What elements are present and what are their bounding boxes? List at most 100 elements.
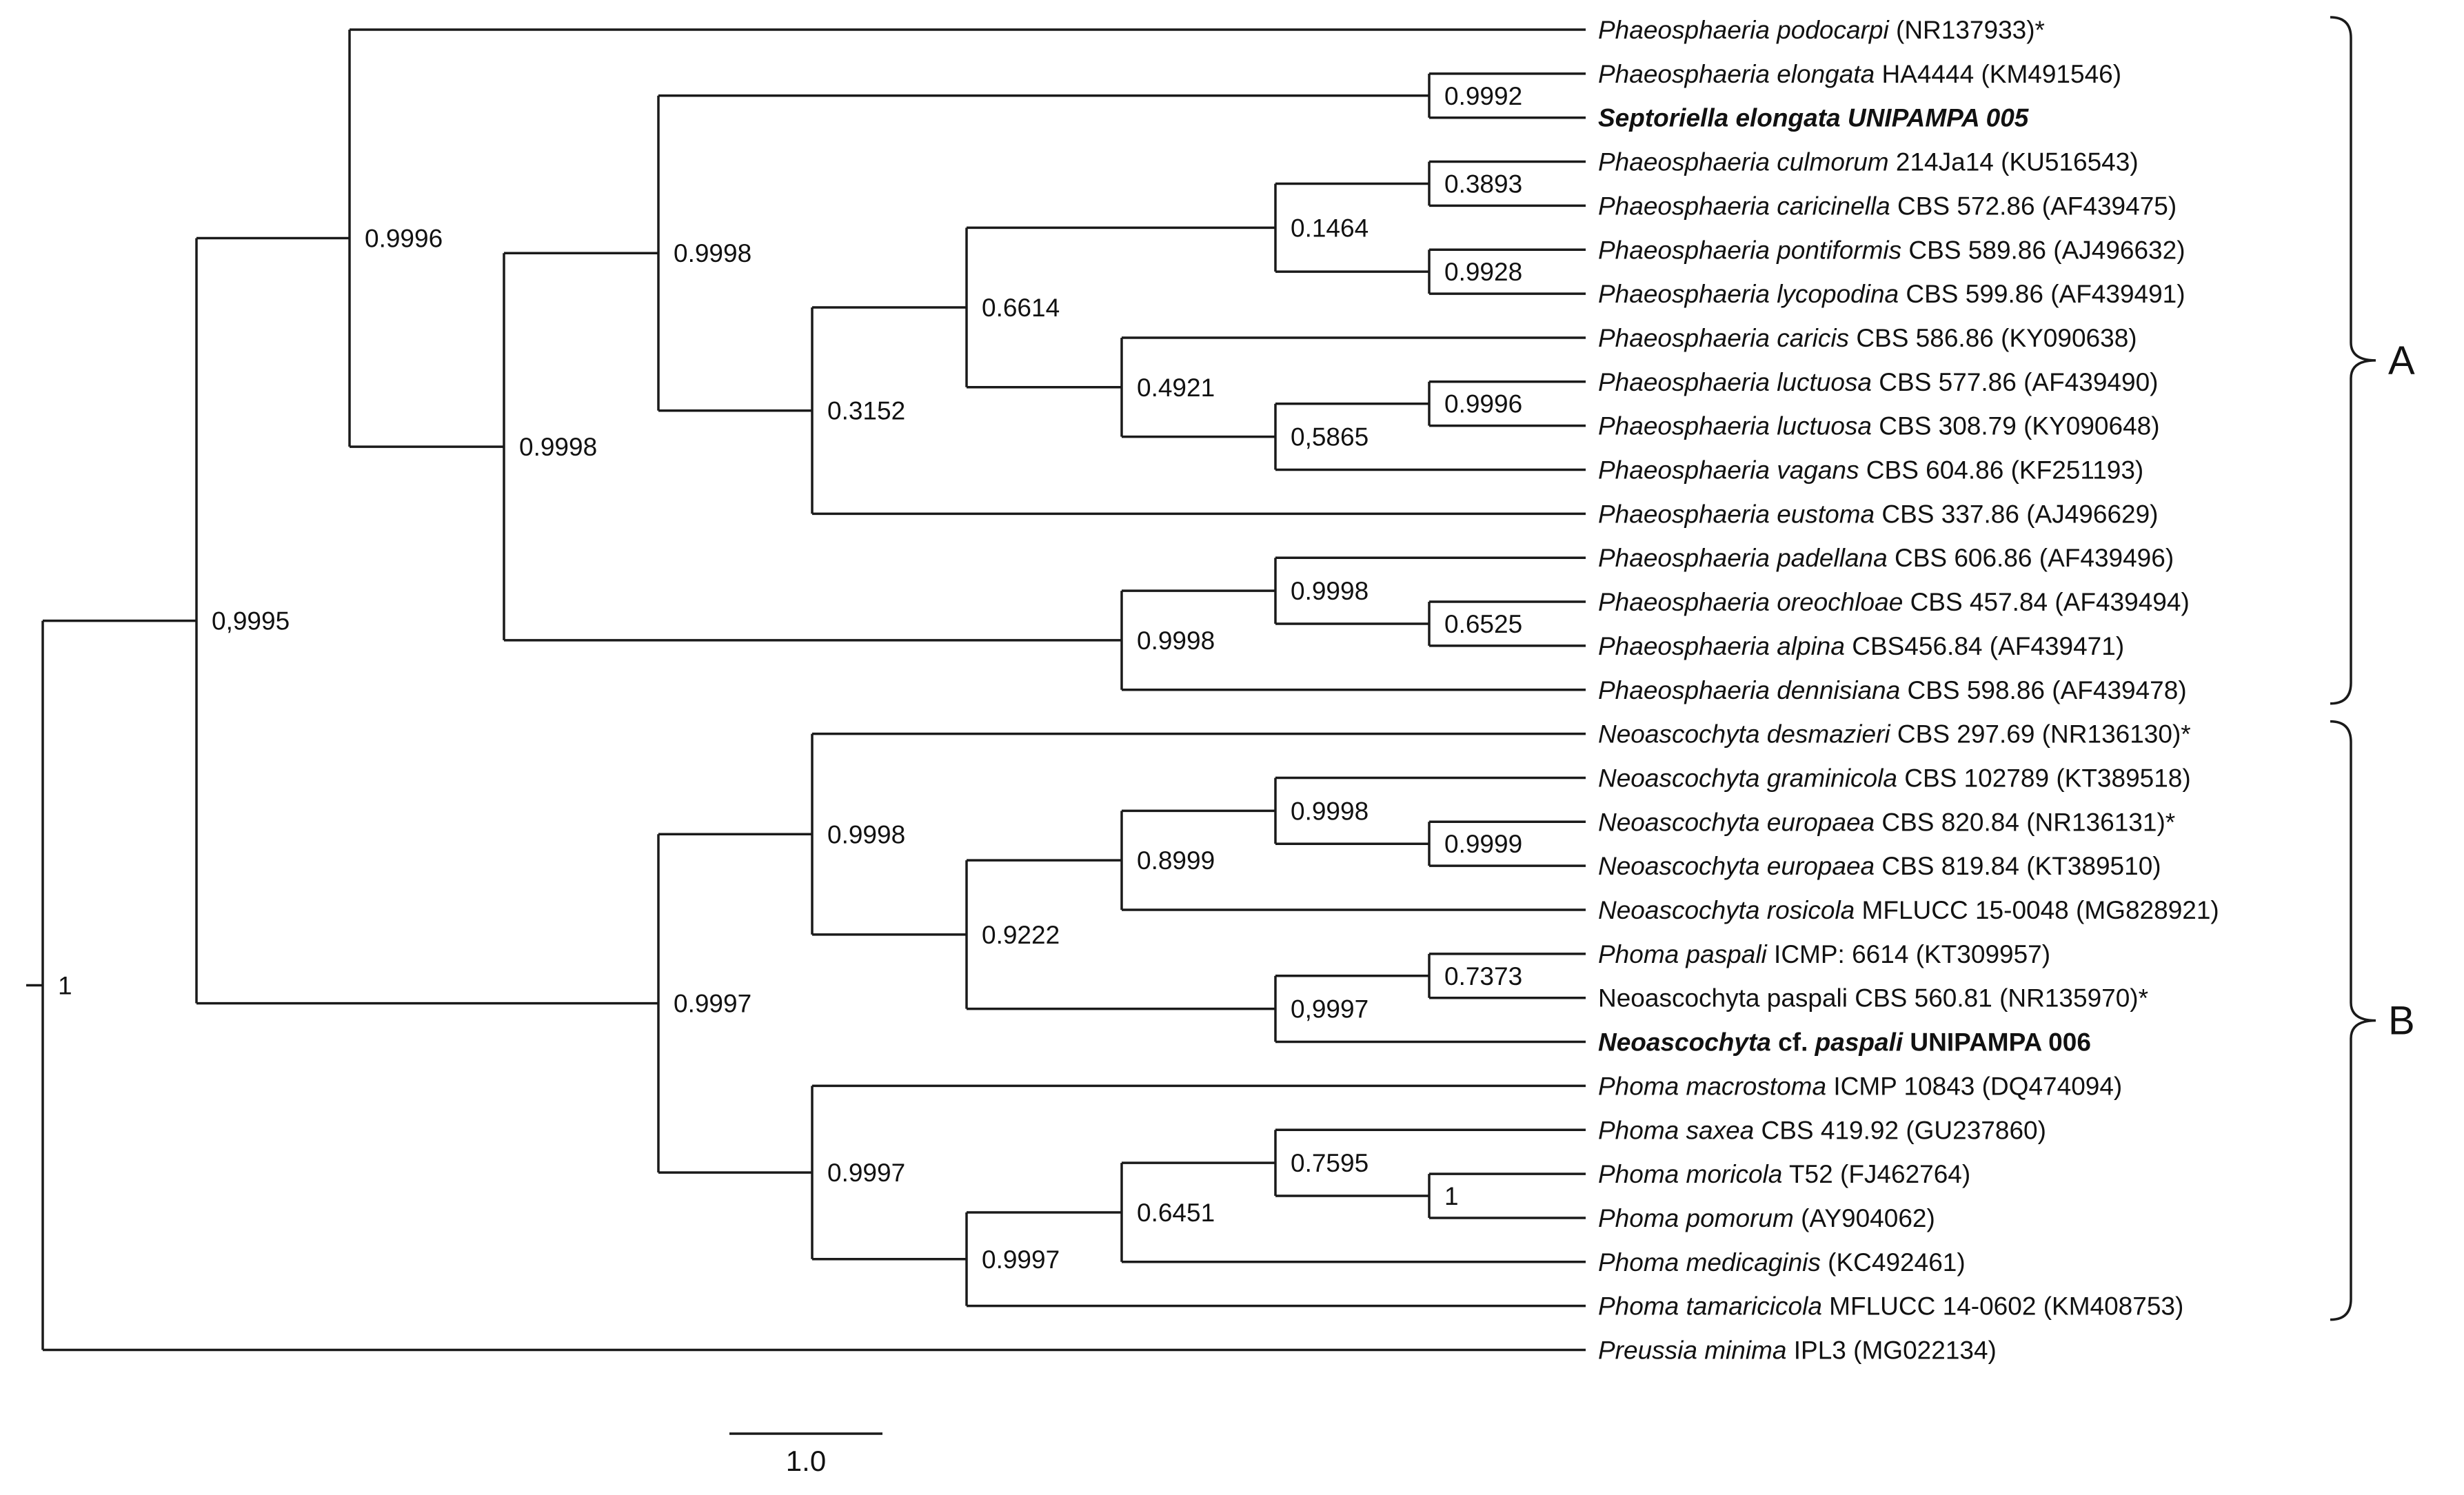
taxon-label-part: CBS 577.86 (AF439490) — [1872, 368, 2158, 396]
support-value-n_B9: 0.7595 — [1291, 1149, 1369, 1177]
taxon-label-t13: Phaeosphaeria padellana CBS 606.86 (AF43… — [1598, 544, 2174, 572]
taxon-label-part: Neoascochyta europaea — [1598, 852, 1875, 880]
taxon-label-t7: Phaeosphaeria lycopodina CBS 599.86 (AF4… — [1598, 280, 2185, 308]
taxon-labels: Phaeosphaeria podocarpi (NR137933)*Phaeo… — [1598, 16, 2219, 1365]
taxon-label-t25: Phoma macrostoma ICMP 10843 (DQ474094) — [1598, 1072, 2122, 1100]
taxon-label-t26: Phoma saxea CBS 419.92 (GU237860) — [1598, 1116, 2046, 1144]
taxon-label-part: CBS 572.86 (AF439475) — [1890, 192, 2177, 220]
taxon-label-part: Phaeosphaeria vagans — [1598, 456, 1859, 485]
taxon-label-part: Septoriella elongata UNIPAMPA 005 — [1598, 104, 2030, 132]
taxon-label-part: IPL3 (MG022134) — [1786, 1336, 1996, 1365]
taxon-label-part: CBS 457.84 (AF439494) — [1903, 588, 2189, 616]
support-value-n_elong: 0.9992 — [1444, 82, 1522, 110]
support-value-n_A8: 0.4921 — [1137, 374, 1215, 402]
support-value-n_A: 0.9996 — [365, 225, 443, 253]
taxon-label-part: CBS 102789 (KT389518) — [1897, 764, 2191, 792]
taxon-label-part: Neoascochyta rosicola — [1598, 896, 1855, 924]
support-value-n_A6: 0.6614 — [982, 294, 1060, 322]
support-value-n_cc: 0.3893 — [1444, 170, 1522, 198]
support-value-n_A4: 0.9998 — [1137, 627, 1215, 655]
clade-brackets: AB — [2330, 16, 2415, 1321]
support-value-n_A7: 0.1464 — [1291, 214, 1369, 242]
taxon-label-t3: Septoriella elongata UNIPAMPA 005 — [1598, 104, 2030, 132]
taxon-label-part: Phaeosphaeria caricis — [1598, 324, 1849, 352]
taxon-label-part: UNIPAMPA 006 — [1903, 1028, 2091, 1057]
support-value-n_B7: 0.9997 — [982, 1245, 1060, 1274]
taxon-label-part: 214Ja14 (KU516543) — [1889, 148, 2139, 176]
taxon-label-part: CBS456.84 (AF439471) — [1845, 632, 2124, 660]
taxon-label-part: CBS 599.86 (AF439491) — [1899, 280, 2185, 308]
support-value-n_B5: 0,9997 — [1291, 995, 1369, 1024]
scale-bar: 1.0 — [729, 1432, 882, 1477]
taxon-label-part: Phaeosphaeria podocarpi — [1598, 16, 1890, 44]
taxon-label-t29: Phoma medicaginis (KC492461) — [1598, 1248, 1966, 1277]
taxon-label-part: Neoascochyta graminicola — [1598, 764, 1897, 792]
taxon-label-part: Phoma pomorum — [1598, 1204, 1794, 1232]
taxon-label-part: cf. — [1771, 1028, 1815, 1057]
support-value-n_A9: 0,5865 — [1291, 423, 1369, 451]
taxon-label-t28: Phoma pomorum (AY904062) — [1598, 1204, 1935, 1232]
taxon-label-t31: Preussia minima IPL3 (MG022134) — [1598, 1336, 1997, 1365]
taxon-label-part: Phaeosphaeria caricinella — [1598, 192, 1890, 220]
support-value-n_mp: 1 — [1444, 1182, 1459, 1210]
taxon-label-t1: Phaeosphaeria podocarpi (NR137933)* — [1598, 16, 2045, 44]
support-value-n_A10: 0.9998 — [1291, 577, 1369, 605]
taxon-label-part: CBS 589.86 (AJ496632) — [1901, 236, 2185, 264]
taxon-label-part: Neoascochyta desmazieri — [1598, 720, 1891, 749]
taxon-label-part: Phoma moricola — [1598, 1160, 1782, 1188]
taxon-label-t4: Phaeosphaeria culmorum 214Ja14 (KU516543… — [1598, 148, 2139, 176]
taxon-label-t27: Phoma moricola T52 (FJ462764) — [1598, 1160, 1970, 1188]
support-value-n_B: 0.9997 — [674, 990, 751, 1018]
support-value-n_pl: 0.9928 — [1444, 258, 1522, 286]
taxon-label-t22: Phoma paspali ICMP: 6614 (KT309957) — [1598, 940, 2050, 968]
taxon-label-t6: Phaeosphaeria pontiformis CBS 589.86 (AJ… — [1598, 236, 2185, 264]
support-value-n_B3: 0.9222 — [982, 921, 1060, 949]
taxon-label-part: paspali — [1815, 1028, 1903, 1057]
taxon-label-part: Phaeosphaeria alpina — [1598, 632, 1845, 660]
taxon-label-part: Phaeosphaeria culmorum — [1598, 148, 1889, 176]
support-value-n_oa: 0.6525 — [1444, 610, 1522, 638]
taxon-label-part: CBS 598.86 (AF439478) — [1900, 676, 2186, 704]
support-values: 10,99950.99960.99980.99980.99920.31520.6… — [58, 82, 1522, 1274]
taxon-label-t19: Neoascochyta europaea CBS 820.84 (NR1361… — [1598, 808, 2175, 836]
taxon-label-part: CBS 819.84 (KT389510) — [1875, 852, 2161, 880]
taxon-label-part: CBS 297.69 (NR136130)* — [1890, 720, 2191, 749]
support-value-root: 1 — [58, 972, 72, 1000]
taxon-label-part: Neoascochyta paspali CBS 560.81 (NR13597… — [1598, 984, 2148, 1013]
taxon-label-t14: Phaeosphaeria oreochloae CBS 457.84 (AF4… — [1598, 588, 2190, 616]
taxon-label-t2: Phaeosphaeria elongata HA4444 (KM491546) — [1598, 60, 2121, 88]
taxon-label-part: Phaeosphaeria eustoma — [1598, 500, 1875, 528]
taxon-label-part: ICMP 10843 (DQ474094) — [1826, 1072, 2122, 1100]
taxon-label-part: MFLUCC 14-0602 (KM408753) — [1822, 1292, 2183, 1321]
taxon-label-part: MFLUCC 15-0048 (MG828921) — [1855, 896, 2219, 924]
clade-label-A: A — [2388, 338, 2415, 383]
taxon-label-t9: Phaeosphaeria luctuosa CBS 577.86 (AF439… — [1598, 368, 2159, 396]
taxon-label-part: CBS 586.86 (KY090638) — [1849, 324, 2137, 352]
support-value-n_B8: 0.6451 — [1137, 1199, 1215, 1227]
taxon-label-part: Phoma macrostoma — [1598, 1072, 1826, 1100]
taxon-label-t5: Phaeosphaeria caricinella CBS 572.86 (AF… — [1598, 192, 2177, 220]
taxon-label-t11: Phaeosphaeria vagans CBS 604.86 (KF25119… — [1598, 456, 2143, 485]
taxon-label-part: (AY904062) — [1794, 1204, 1935, 1232]
taxon-label-t10: Phaeosphaeria luctuosa CBS 308.79 (KY090… — [1598, 412, 2160, 440]
taxon-label-part: Phoma medicaginis — [1598, 1248, 1821, 1277]
taxon-label-part: CBS 606.86 (AF439496) — [1888, 544, 2174, 572]
taxon-label-part: CBS 604.86 (KF251193) — [1859, 456, 2144, 485]
support-value-n_B2: 0.9997 — [827, 1159, 905, 1187]
taxon-label-part: Phoma paspali — [1598, 940, 1768, 968]
taxon-label-part: HA4444 (KM491546) — [1875, 60, 2121, 88]
taxon-label-part: T52 (FJ462764) — [1782, 1160, 1970, 1188]
support-value-n_A5: 0.3152 — [827, 397, 905, 425]
taxon-label-part: Phaeosphaeria luctuosa — [1598, 412, 1872, 440]
taxon-label-t15: Phaeosphaeria alpina CBS456.84 (AF439471… — [1598, 632, 2124, 660]
taxon-label-part: CBS 308.79 (KY090648) — [1872, 412, 2160, 440]
taxon-label-part: Phaeosphaeria dennisiana — [1598, 676, 1900, 704]
taxon-label-t18: Neoascochyta graminicola CBS 102789 (KT3… — [1598, 764, 2191, 792]
taxon-label-part: Phaeosphaeria lycopodina — [1598, 280, 1899, 308]
support-value-n_pp: 0.7373 — [1444, 962, 1522, 990]
taxon-label-part: Neoascochyta europaea — [1598, 808, 1875, 836]
taxon-label-part: Phoma tamaricicola — [1598, 1292, 1822, 1321]
support-value-n_A3: 0.9998 — [674, 239, 751, 267]
support-value-n_B1: 0.9998 — [827, 820, 905, 848]
